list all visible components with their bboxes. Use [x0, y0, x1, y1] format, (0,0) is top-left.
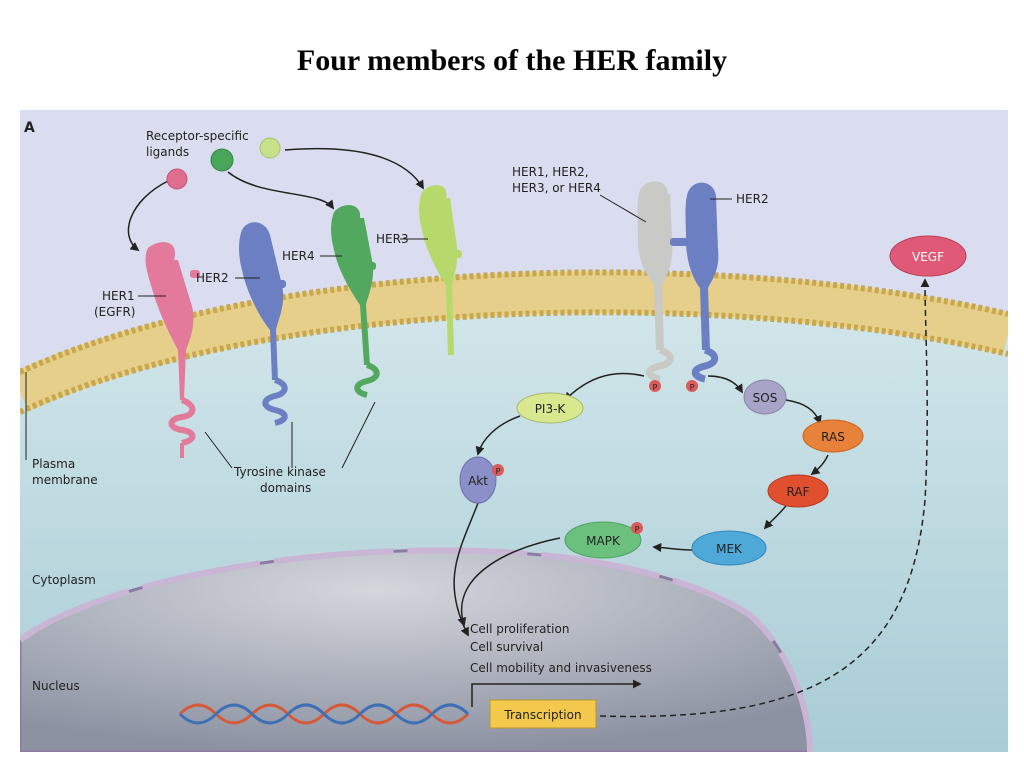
plasma-membrane	[20, 271, 1008, 412]
her-signaling-diagram: PI3-K Akt P SOS RAS RAF MEK MAPK P VEGF …	[20, 110, 1008, 752]
mek-label: MEK	[716, 542, 743, 556]
her4-label: HER4	[282, 249, 315, 263]
her-dimer-her2-receptor	[670, 182, 719, 383]
ligand-her3	[259, 137, 281, 159]
phospho-marker-right: P	[686, 380, 698, 392]
arrow-sos-ras	[785, 399, 822, 425]
ligand-arrow-her4	[227, 171, 335, 210]
her-dimer-grey-receptor	[637, 181, 674, 383]
svg-text:P: P	[653, 383, 658, 392]
her1-label-line2: (EGFR)	[94, 305, 135, 319]
ligands-label-line1: Receptor-specific	[146, 129, 249, 143]
membrane-heads-inner	[20, 309, 1008, 415]
dimer-left-label-line1: HER1, HER2,	[512, 165, 589, 179]
node-sos: SOS	[743, 379, 787, 415]
plasma-label-line2: membrane	[32, 473, 98, 487]
arrow-to-vegf	[599, 278, 930, 718]
phospho-marker-left: P	[649, 380, 661, 392]
arrow-transcription-start	[471, 679, 642, 707]
akt-label: Akt	[468, 474, 488, 488]
arrow-to-sos	[707, 375, 743, 394]
her2-label: HER2	[196, 271, 229, 285]
dimer-left-label-line2: HER3, or HER4	[512, 181, 601, 195]
arrow-pi3k-akt	[475, 415, 521, 456]
plasma-label-line1: Plasma	[32, 457, 75, 471]
her2-receptor	[239, 222, 288, 426]
outcome-3: Cell mobility and invasiveness	[470, 661, 652, 675]
her1-label-line1: HER1	[102, 289, 135, 303]
mapk-label: MAPK	[586, 534, 621, 548]
raf-label: RAF	[787, 485, 810, 499]
cytoplasm-label: Cytoplasm	[32, 573, 96, 587]
node-mek: MEK	[691, 530, 767, 566]
ras-label: RAS	[821, 430, 845, 444]
ligand-arrow-her1	[127, 180, 169, 252]
arrow-mapk-nucleus	[457, 537, 561, 627]
node-pi3k: PI3-K	[516, 392, 584, 424]
outcome-1: Cell proliferation	[470, 622, 569, 636]
node-vegf: VEGF	[889, 235, 967, 277]
svg-text:P: P	[690, 383, 695, 392]
node-mapk: MAPK P	[564, 521, 643, 559]
node-akt: Akt P	[459, 456, 504, 504]
nuclear-envelope	[20, 547, 813, 752]
pi3k-label: PI3-K	[535, 402, 567, 416]
tyrosine-label-line2: domains	[260, 481, 311, 495]
node-ras: RAS	[802, 419, 864, 453]
ligands-label-line2: ligands	[146, 145, 189, 159]
her1-receptor	[145, 242, 200, 458]
tyrosine-label-line1: Tyrosine kinase	[233, 465, 326, 479]
arrow-mek-mapk	[652, 543, 693, 553]
dimer-left-leader	[599, 194, 647, 223]
dimer-right-label: HER2	[736, 192, 769, 206]
membrane-heads-outer	[20, 269, 1008, 375]
her3-label: HER3	[376, 232, 409, 246]
arrow-to-pi3k	[563, 372, 645, 402]
nucleus-label: Nucleus	[32, 679, 80, 693]
ligand-her4	[210, 148, 234, 172]
slide-title: Four members of the HER family	[296, 44, 728, 77]
her4-receptor	[331, 205, 380, 398]
ligand-arrow-her3	[284, 147, 424, 190]
vegf-label: VEGF	[912, 250, 944, 264]
akt-phospho-label: P	[496, 467, 501, 476]
tyrosine-leaders	[204, 401, 376, 469]
mapk-phospho-label: P	[635, 525, 640, 534]
arrow-ras-raf	[810, 454, 829, 476]
transcription-label: Transcription	[503, 708, 581, 722]
panel-label: A	[24, 120, 35, 136]
transcription-box	[489, 699, 597, 729]
sos-label: SOS	[753, 391, 778, 405]
her3-receptor	[419, 185, 462, 355]
dna-helix	[178, 703, 470, 725]
ligand-her1	[166, 168, 188, 190]
outcome-2: Cell survival	[470, 640, 543, 654]
node-raf: RAF	[767, 474, 829, 508]
